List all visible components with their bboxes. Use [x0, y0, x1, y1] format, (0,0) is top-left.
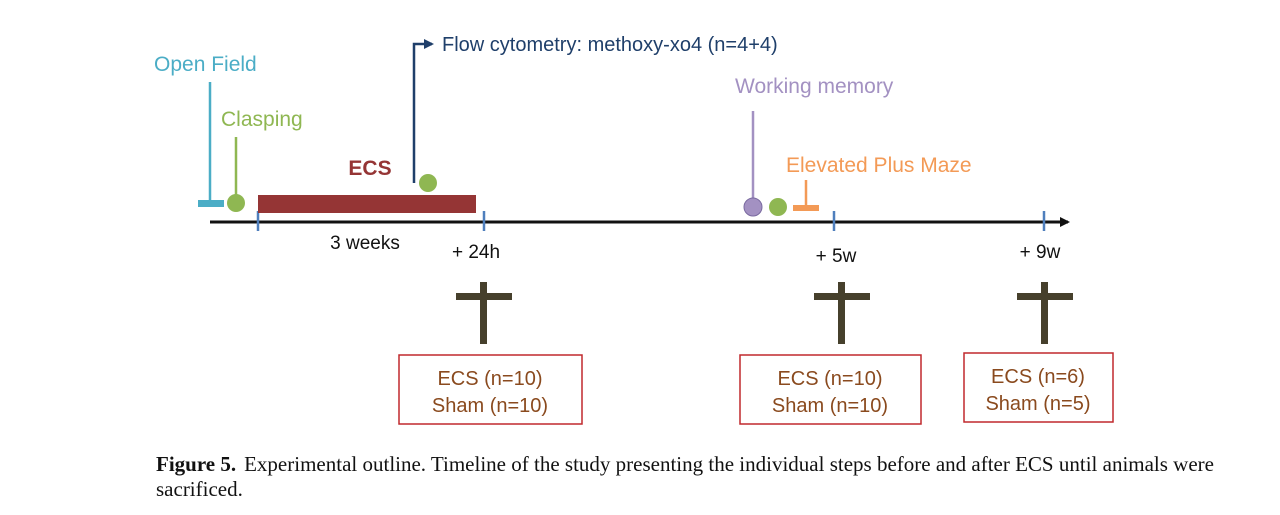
open-field-label: Open Field: [154, 53, 257, 76]
group-24h-ecs: ECS (n=10): [437, 368, 542, 390]
working-memory-label: Working memory: [735, 75, 894, 98]
working-memory-marker: [743, 197, 763, 217]
group-24h-sham: Sham (n=10): [432, 395, 548, 417]
flow-cytometry-clasping-marker: [419, 174, 437, 192]
three-weeks-label: 3 weeks: [330, 233, 400, 254]
group-box-9w: ECS (n=6) Sham (n=5): [963, 352, 1114, 423]
ecs-bar: [258, 195, 476, 213]
timepoint-5w-label: + 5w: [816, 246, 857, 267]
elevated-plus-maze-label: Elevated Plus Maze: [786, 154, 972, 177]
clasping-marker: [227, 194, 245, 212]
figure-caption-text: Experimental outline. Timeline of the st…: [156, 452, 1214, 501]
elevated-plus-maze-marker: [793, 205, 819, 211]
sacrifice-cross-24h-icon: [456, 282, 512, 344]
sacrifice-cross-9w-icon: [1017, 282, 1073, 344]
timepoint-24h-label: + 24h: [452, 242, 500, 263]
group-9w-sham: Sham (n=5): [985, 393, 1090, 415]
timepoint-9w-label: + 9w: [1020, 242, 1061, 263]
figure-label: Figure 5.: [156, 452, 237, 476]
ecs-label: ECS: [348, 157, 391, 180]
flow-cytometry-arrow: [412, 39, 434, 183]
timeline-diagram: Open Field Clasping ECS 3 weeks Flow cyt…: [154, 34, 1114, 425]
clasping-5w-marker: [769, 198, 787, 216]
open-field-marker: [198, 200, 224, 207]
group-5w-sham: Sham (n=10): [772, 395, 888, 417]
group-9w-ecs: ECS (n=6): [991, 366, 1085, 388]
figure-caption: Figure 5.Experimental outline. Timeline …: [156, 452, 1236, 502]
group-box-24h: ECS (n=10) Sham (n=10): [398, 354, 583, 425]
sacrifice-cross-5w-icon: [814, 282, 870, 344]
group-box-5w: ECS (n=10) Sham (n=10): [739, 354, 922, 425]
group-5w-ecs: ECS (n=10): [777, 368, 882, 390]
clasping-label: Clasping: [221, 108, 303, 131]
flow-cytometry-label: Flow cytometry: methoxy-xo4 (n=4+4): [442, 34, 778, 56]
